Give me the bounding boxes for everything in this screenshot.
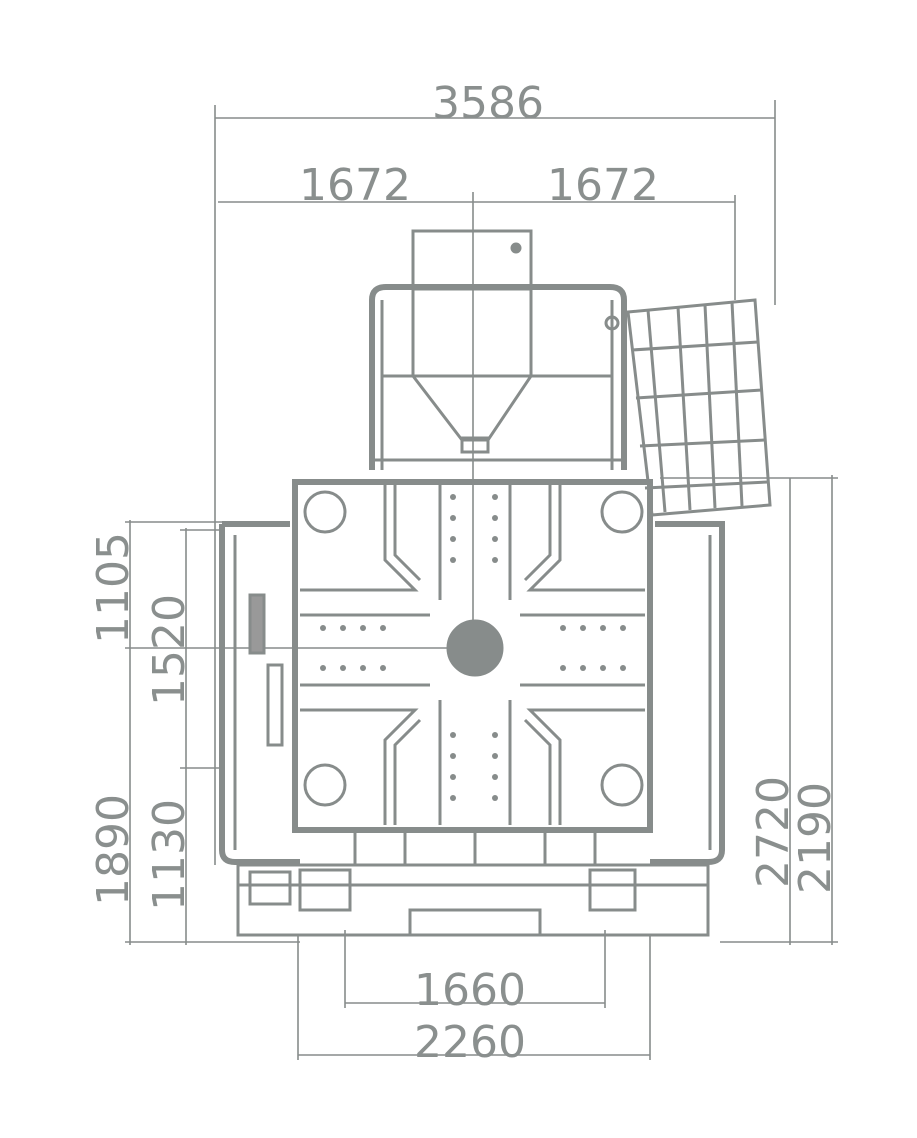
access-cage [626, 298, 772, 517]
dim-half-width-left: 1672 [299, 160, 411, 211]
main-body [219, 479, 725, 865]
dim-left-inner-upper: 1520 [144, 594, 195, 706]
dim-half-width-right: 1672 [547, 160, 659, 211]
dim-bottom-outer: 2260 [414, 1017, 526, 1068]
dim-right-outer: 2190 [790, 782, 841, 894]
dim-left-outer-upper: 1105 [88, 532, 139, 644]
hopper [369, 229, 627, 470]
dim-bottom-inner: 1660 [414, 965, 526, 1016]
dimension-lines [125, 100, 838, 1060]
dim-left-outer-lower: 1890 [88, 794, 139, 906]
dim-right-inner: 2720 [748, 776, 799, 888]
dim-left-inner-lower: 1130 [144, 799, 195, 911]
dim-overall-width: 3586 [432, 78, 544, 129]
base-frame [236, 830, 710, 937]
